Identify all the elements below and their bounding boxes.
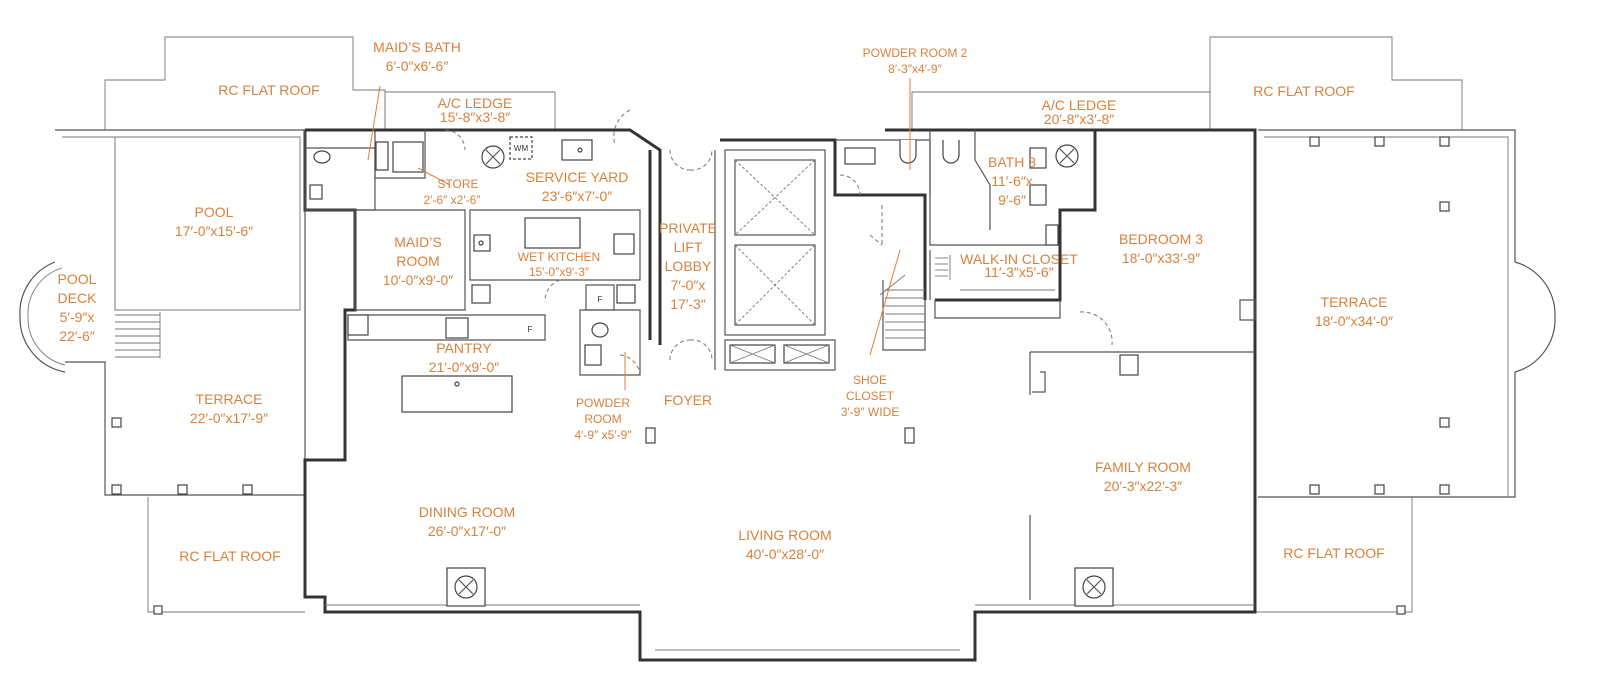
rc-flat-roof-se-label: RC FLAT ROOF <box>1283 545 1384 561</box>
ac-ledge-e-size: 20′-8″x3′-8″ <box>1044 111 1114 127</box>
east-terrace <box>1258 129 1556 615</box>
lift-lobby-label-1: PRIVATE <box>659 220 717 236</box>
shoe-closet-label-1: SHOE <box>853 373 887 387</box>
store-label: STORE <box>437 177 478 191</box>
foyer-label: FOYER <box>664 392 712 408</box>
maids-room-label-1: MAID’S <box>394 234 441 250</box>
maids-room-label-2: ROOM <box>396 253 440 269</box>
dining-room-size: 26′-0″x17′-0″ <box>428 523 506 539</box>
rc-flat-roof-sw-label: RC FLAT ROOF <box>179 548 280 564</box>
pantry-size: 21′-0″x9′-0″ <box>429 359 499 375</box>
family-room-label: FAMILY ROOM <box>1095 459 1191 475</box>
pool-size: 17′-0″x15′-6″ <box>175 223 253 239</box>
living-room-size: 40′-0″x28′-0″ <box>746 546 824 562</box>
service-area: F F WM <box>304 109 641 413</box>
powder-room-size: 4′-9″ x5′-9″ <box>574 428 632 442</box>
west-terrace <box>19 129 306 615</box>
rc-flat-roof-ne-label: RC FLAT ROOF <box>1253 83 1354 99</box>
lift-core <box>648 149 836 371</box>
terrace-e-label: TERRACE <box>1321 294 1388 310</box>
walk-in-closet-label: WALK-IN CLOSET <box>960 251 1078 267</box>
east-wing-rooms <box>835 130 1256 600</box>
bedroom-3-size: 18′-0″x33′-9″ <box>1122 250 1200 266</box>
powder-room-2-size: 8′-3″x4′-9″ <box>888 62 942 76</box>
walk-in-closet-size: 11′-3″x5′-6″ <box>984 264 1053 280</box>
room-labels: RC FLAT ROOF MAID’S BATH 6′-0″x6′-6″ A/C… <box>58 39 1394 564</box>
pool-label: POOL <box>195 204 234 220</box>
powder-room-label-2: ROOM <box>584 412 621 426</box>
shoe-closet-size: 3′-9″ WIDE <box>841 405 900 419</box>
lift-lobby-label-2: LIFT <box>674 239 703 255</box>
bath-3-size-2: 9′-6″ <box>998 192 1026 208</box>
pool-deck-size-2: 22′-6″ <box>59 328 95 344</box>
family-room-size: 20′-3″x22′-3″ <box>1104 478 1182 494</box>
wet-kitchen-label: WET KITCHEN <box>518 250 600 264</box>
columns-and-ac <box>446 427 1114 607</box>
maids-bath-label: MAID’S BATH <box>373 39 461 55</box>
pool-deck-label-2: DECK <box>58 290 98 306</box>
ac-ledge-w-label: A/C LEDGE <box>438 95 513 111</box>
lift-lobby-size-2: 17′-3″ <box>670 296 706 312</box>
store-size: 2′-6″ x2′-6″ <box>423 193 481 207</box>
maids-room-size: 10′-0″x9′-0″ <box>383 272 453 288</box>
bedroom-3-label: BEDROOM 3 <box>1119 231 1203 247</box>
service-yard-size: 23′-6″x7′-0″ <box>542 188 612 204</box>
bath-3-size-1: 11′-6″x <box>991 173 1033 189</box>
bath-3-label: BATH 3 <box>988 154 1036 170</box>
terrace-e-size: 18′-0″x34′-0″ <box>1315 313 1393 329</box>
lift-lobby-size-1: 7′-0″x <box>671 277 706 293</box>
pool-deck-label-1: POOL <box>58 271 97 287</box>
washer-tag: WM <box>514 144 529 153</box>
leader-lines <box>367 78 911 390</box>
pantry-label: PANTRY <box>436 340 492 356</box>
maids-bath-size: 6′-0″x6′-6″ <box>386 58 449 74</box>
rc-flat-roof-nw-label: RC FLAT ROOF <box>218 82 319 98</box>
service-yard-label: SERVICE YARD <box>526 169 629 185</box>
powder-room-label-1: POWDER <box>576 396 630 410</box>
powder-room-2-label: POWDER ROOM 2 <box>863 46 968 60</box>
dining-room-label: DINING ROOM <box>419 504 515 520</box>
shoe-closet-label-2: CLOSET <box>846 389 895 403</box>
wet-kitchen-size: 15′-0″x9′-3″ <box>529 265 590 279</box>
terrace-w-size: 22′-0″x17′-9″ <box>190 410 268 426</box>
fridge-tag-pantry: F <box>528 325 533 334</box>
powder-room <box>579 309 641 376</box>
living-room-label: LIVING ROOM <box>738 527 831 543</box>
ac-ledge-w-size: 15′-8″x3′-8″ <box>440 109 510 125</box>
terrace-w-label: TERRACE <box>196 391 263 407</box>
lift-lobby-label-3: LOBBY <box>665 258 712 274</box>
ac-ledge-e-label: A/C LEDGE <box>1042 97 1117 113</box>
fridge-tag-kitchen: F <box>598 295 603 304</box>
pool-deck-size-1: 5′-9″x <box>60 309 95 325</box>
